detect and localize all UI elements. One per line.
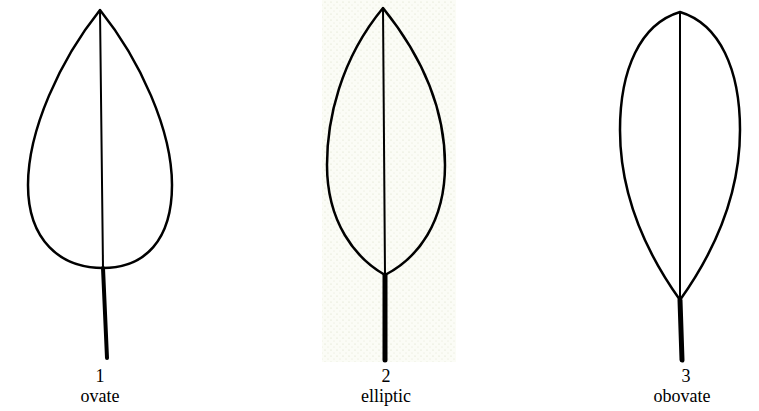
elliptic-leaf-blade <box>327 8 445 275</box>
ovate-leaf-blade <box>28 10 172 268</box>
shape-name: obovate <box>654 386 711 406</box>
obovate-leaf-blade <box>620 12 740 300</box>
petiole <box>680 300 682 360</box>
petiole <box>383 275 388 360</box>
callout-number: 1 <box>96 366 105 386</box>
midrib <box>679 12 681 300</box>
shape-name: ovate <box>81 386 120 406</box>
petiole <box>103 268 107 358</box>
midrib <box>100 10 103 268</box>
callout-number: 2 <box>382 366 391 386</box>
shape-name: elliptic <box>361 386 411 406</box>
midrib <box>383 8 385 275</box>
speckled-ground <box>322 0 456 362</box>
callout-number: 3 <box>682 366 691 386</box>
